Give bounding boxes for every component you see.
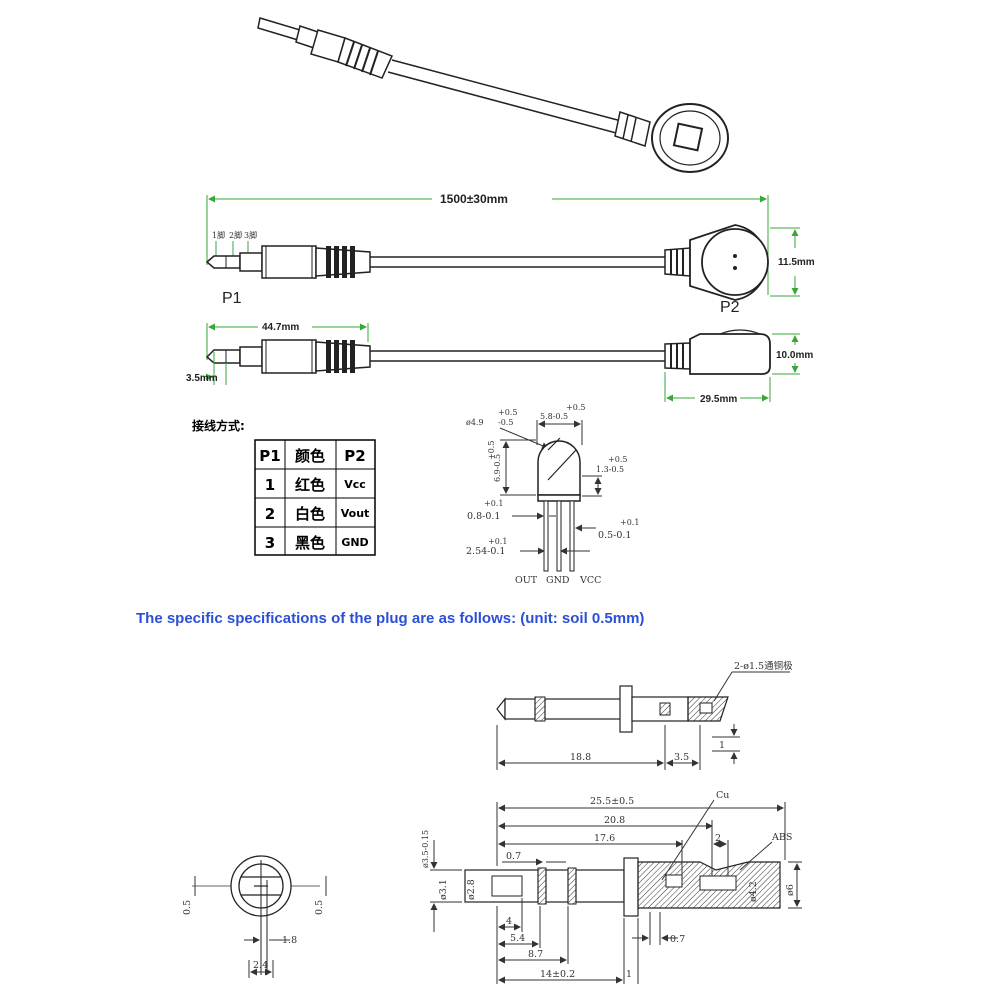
len-0-7b-label: 0.7	[670, 934, 685, 945]
len-20-8-label: 20.8	[604, 815, 625, 826]
abs-label: ABS	[771, 832, 792, 843]
table-cell: 红色	[295, 476, 325, 494]
top-len-3-5: 3.5	[674, 752, 689, 763]
dia-6-label: ø6	[785, 884, 796, 896]
width-top-label: 5.8-0.5	[540, 412, 568, 421]
side-tol: +0.5	[608, 455, 627, 464]
tip-0-7-label: 0.7	[506, 851, 521, 862]
wiring-table: 接线方式: P1 颜色 P2 1 红色 Vcc 2 白色 Vout 3 黑色 G…	[192, 418, 376, 556]
end-right-label: 0.5	[314, 900, 325, 915]
height-tol: +0.5	[487, 441, 496, 460]
table-cell: 白色	[295, 505, 325, 523]
plug-diameter-label: 3.5mm	[186, 373, 218, 384]
cable-top-view: 1500±30mm 1脚 2脚 3脚 11.5mm P1 P2	[205, 192, 815, 316]
len-1-label: 1	[626, 969, 632, 980]
plug-top-view: 2-ø1.5通铜极 18.8 3.5 1	[496, 660, 793, 770]
pin-width-tol: +0.1	[484, 499, 503, 508]
len-14-label: 14±0.2	[540, 969, 575, 980]
plug-length-label: 44.7mm	[262, 322, 299, 333]
end-left-label: 0.5	[182, 900, 193, 915]
pin-vcc-label: VCC	[579, 575, 601, 586]
dia-4-2-label: ø4.2	[748, 881, 759, 902]
width-top-tol: +0.5	[566, 403, 585, 412]
head-height-top-label: 11.5mm	[778, 257, 815, 268]
p1-label: P1	[222, 290, 242, 307]
dia-3-5-label: ø3.5-0.15	[421, 830, 430, 868]
pin-gnd-label: GND	[546, 575, 570, 586]
len-8-7-label: 8.7	[528, 949, 543, 960]
pin-label-2: 2脚	[229, 230, 242, 240]
table-cell: GND	[341, 536, 368, 549]
head-length-label: 29.5mm	[700, 394, 737, 405]
side-label: 1.3-0.5	[596, 465, 624, 474]
ir-receiver-drawing: +0.5 5.8-0.5 +0.5 ø4.9 -0.5 +0.5 6.9-0.5…	[466, 403, 639, 586]
len-4-label: 4	[506, 916, 512, 927]
table-cell: Vcc	[344, 478, 366, 491]
table-cell: 3	[265, 534, 275, 552]
height-label: 6.9-0.5	[493, 454, 502, 482]
table-cell: 黑色	[295, 534, 325, 552]
table-header: 颜色	[295, 447, 325, 465]
table-header: P2	[344, 447, 365, 465]
table-cell: 2	[265, 505, 275, 523]
cu-label: Cu	[716, 790, 729, 801]
spec-caption: The specific specifications of the plug …	[136, 610, 644, 627]
perspective-cable-view	[257, 17, 729, 173]
pitch-tol: +0.1	[488, 537, 507, 546]
plug-section-view: 25.5±0.5 20.8 17.6 2 Cu ABS 0.7 ø3.5-0.1…	[421, 790, 802, 984]
dia-tol-minus: -0.5	[498, 418, 513, 427]
overall-length-label: 25.5±0.5	[590, 796, 634, 807]
p2-label: P2	[720, 299, 740, 316]
top-len-1: 1	[719, 740, 725, 751]
len-5-4-label: 5.4	[510, 933, 525, 944]
table-cell: 1	[265, 476, 275, 494]
head-height-side-label: 10.0mm	[776, 350, 813, 361]
len-2-label: 2	[715, 833, 721, 844]
len-17-6-label: 17.6	[594, 833, 615, 844]
pitch-label: 2.54-0.1	[466, 546, 505, 557]
pin-label-1: 1脚	[212, 230, 225, 240]
pin-width-label: 0.8-0.1	[467, 511, 500, 522]
end-slot-label: 1.8	[282, 935, 297, 946]
pin-out-label: OUT	[515, 575, 538, 586]
end-bottom-label: 2.4	[253, 960, 268, 971]
top-len-18-8: 18.8	[570, 752, 591, 763]
pin-thick-label: 0.5-0.1	[598, 530, 631, 541]
total-length-label: 1500±30mm	[440, 192, 508, 206]
cable-side-view: 44.7mm 10.0mm 3.5mm 29.5mm	[186, 322, 813, 405]
dia-2-8-label: ø2.8	[466, 879, 477, 900]
pin-thick-tol: +0.1	[620, 518, 639, 527]
dia-label: ø4.9	[466, 418, 484, 427]
wiring-heading: 接线方式:	[192, 418, 245, 433]
table-header: P1	[259, 447, 280, 465]
dia-tol-plus: +0.5	[498, 408, 517, 417]
pin-label-3: 3脚	[244, 230, 257, 240]
plug-end-view: 0.5 0.5 1.8 2.4	[182, 855, 327, 978]
dia-3-1-label: ø3.1	[438, 879, 449, 900]
table-cell: Vout	[341, 507, 370, 520]
copper-pin-note: 2-ø1.5通铜极	[734, 660, 793, 672]
